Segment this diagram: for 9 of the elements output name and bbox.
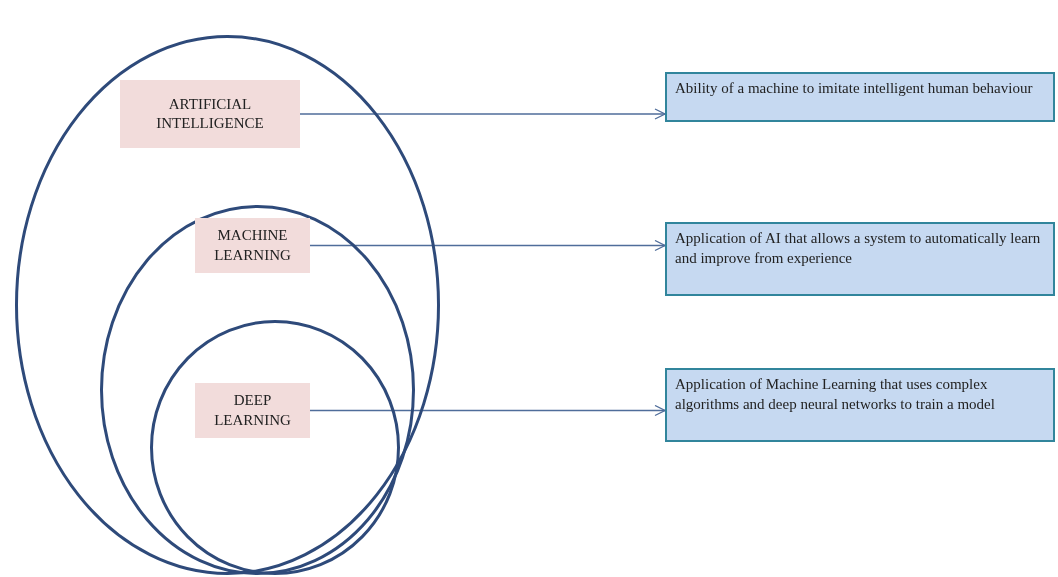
arrow	[299, 108, 666, 120]
description-box: Application of AI that allows a system to automatically learn and improve from experience	[665, 222, 1055, 296]
label-box: ARTIFICIAL INTELLIGENCE	[120, 80, 300, 148]
label-box: MACHINE LEARNING	[195, 218, 310, 273]
description-box: Ability of a machine to imitate intelligent human behaviour	[665, 72, 1055, 122]
arrow	[309, 404, 666, 417]
description-box: Application of Machine Learning that uses complex algorithms and deep neural networks to train a model	[665, 368, 1055, 442]
arrow	[309, 239, 666, 252]
label-box: DEEP LEARNING	[195, 383, 310, 438]
